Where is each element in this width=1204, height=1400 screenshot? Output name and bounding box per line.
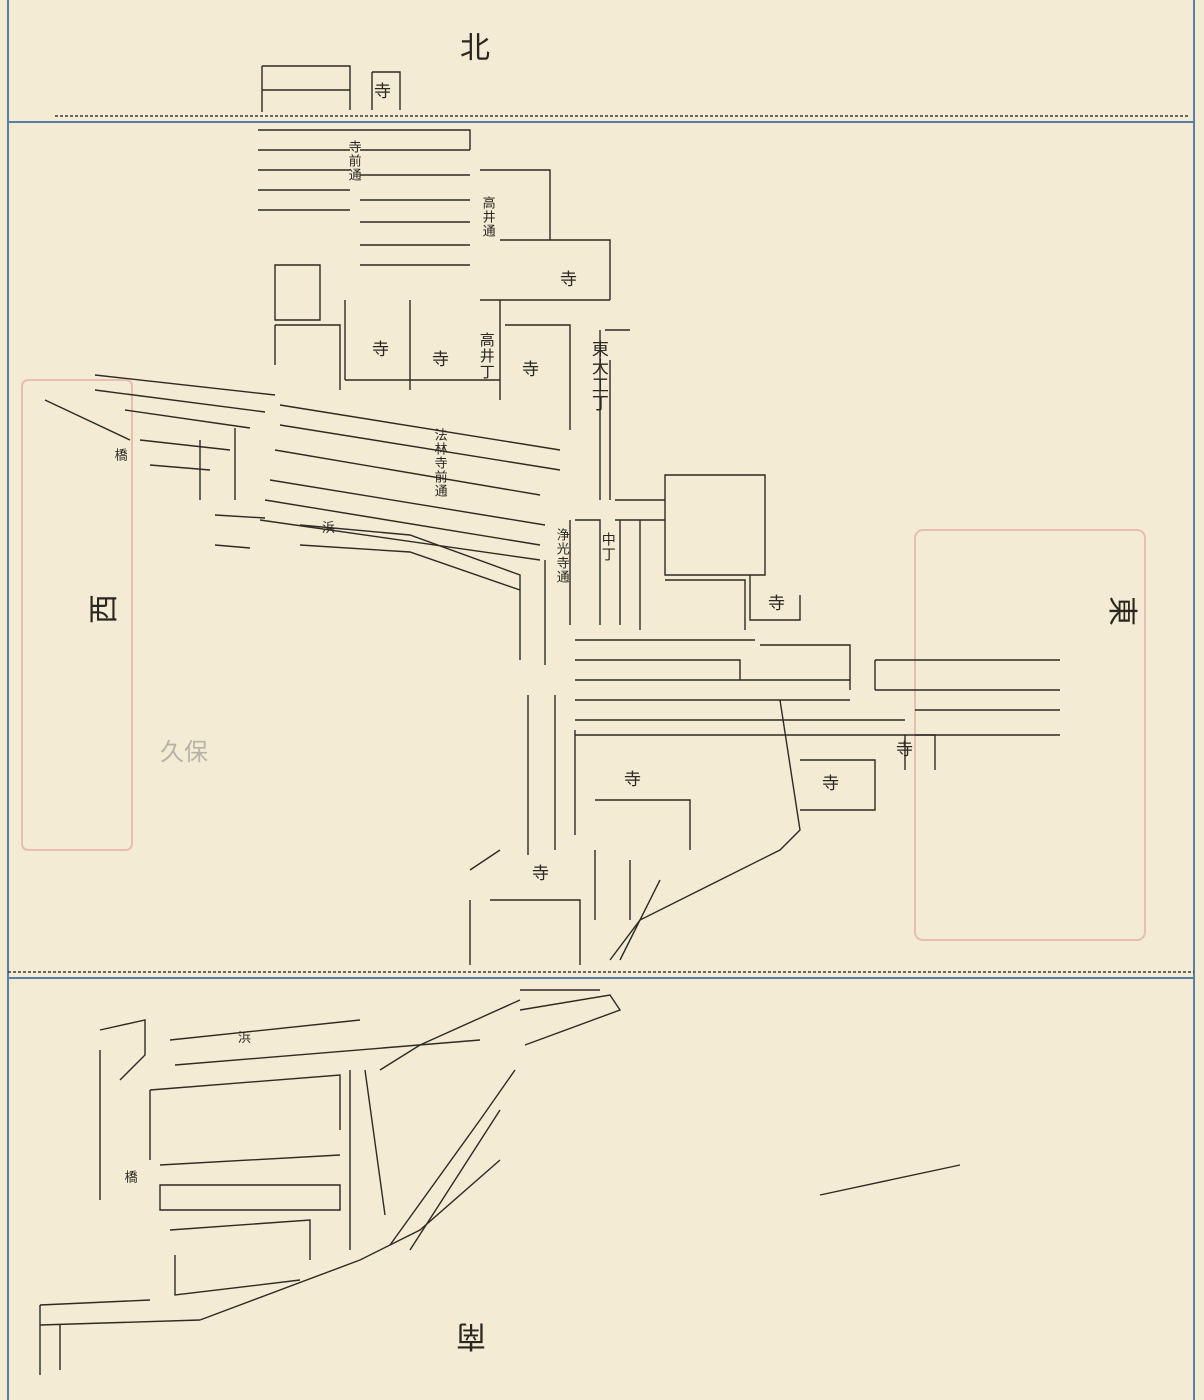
south-label: 南 xyxy=(456,1318,486,1353)
street-label-nakacho: 中丁 xyxy=(599,532,616,562)
temple-label-9: 寺 xyxy=(532,864,549,884)
street-label-hashi-south: 橋 xyxy=(121,1170,137,1184)
street-label-hashi: 橋 xyxy=(111,448,127,462)
street-label-jokoji-dori: 浄光寺通 xyxy=(553,528,569,584)
street-label-takai-cho: 高井丁 xyxy=(477,332,496,380)
temple-label-4: 寺 xyxy=(522,360,539,380)
street-label-takai-dori: 高井通 xyxy=(479,196,495,238)
temple-label-5: 寺 xyxy=(768,594,785,614)
temple-label-7: 寺 xyxy=(822,774,839,794)
street-label-hama-south: 浜 xyxy=(238,1031,252,1046)
temple-label-1: 寺 xyxy=(560,270,577,290)
street-label-higashi-daikucho: 東大工丁 xyxy=(587,340,608,412)
street-label-hama: 浜 xyxy=(322,521,336,536)
street-label-horinji-mae-dori: 法林寺前通 xyxy=(431,428,447,498)
temple-label-north: 寺 xyxy=(374,82,391,102)
street-label-kubo: 久保 xyxy=(160,738,208,766)
north-label: 北 xyxy=(460,31,490,66)
left-seal-stamp xyxy=(21,379,133,851)
temple-label-2: 寺 xyxy=(372,340,389,360)
central-streets xyxy=(44,374,1060,965)
west-label: 西 xyxy=(87,594,122,624)
east-label: 東 xyxy=(1104,596,1139,626)
temple-label-3: 寺 xyxy=(432,350,449,370)
temple-label-8: 寺 xyxy=(896,740,913,760)
south-blocks xyxy=(39,989,961,1375)
temple-label-6: 寺 xyxy=(624,770,641,790)
street-label-teramae-dori: 寺前通 xyxy=(345,140,361,182)
north-blocks xyxy=(258,65,630,500)
